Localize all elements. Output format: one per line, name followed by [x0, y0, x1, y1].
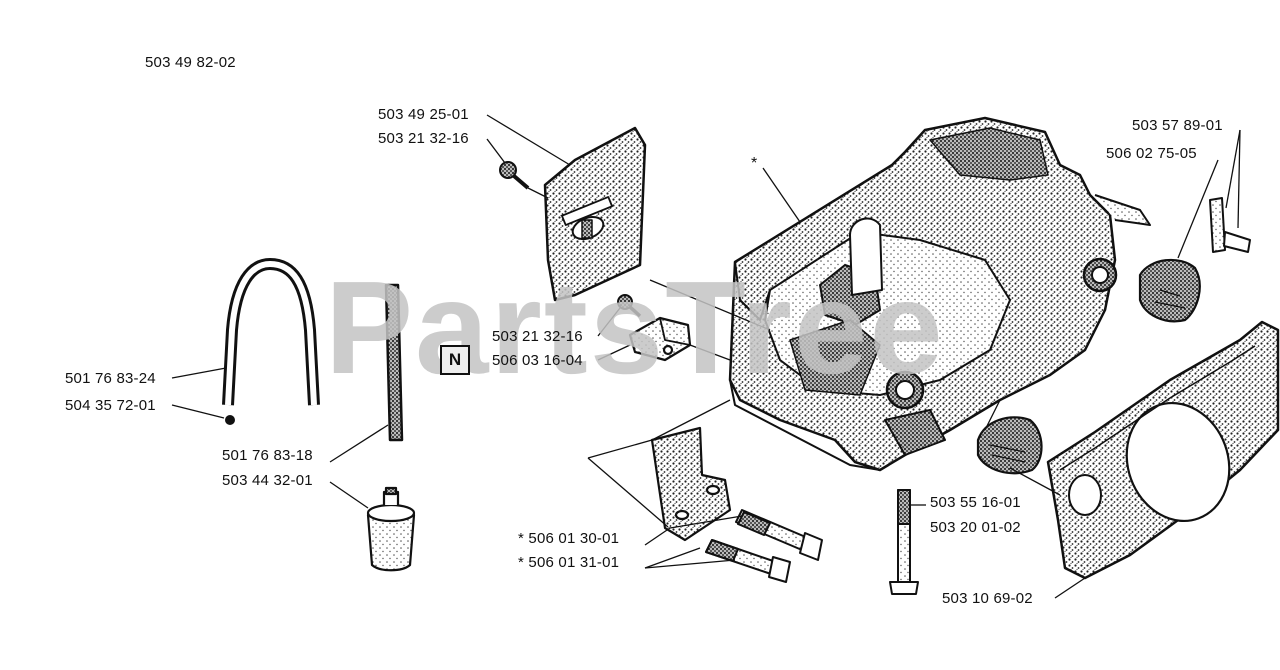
- leader-bracket-to-case2: [689, 344, 731, 361]
- leader-crankcase: [762, 167, 801, 223]
- leader-bolt-a2: [669, 515, 743, 529]
- crankcase-floor: [789, 319, 881, 396]
- guide-plate-center: [581, 219, 593, 239]
- leader-lower-plate-b: [587, 457, 669, 528]
- cover-plate-small-hole: [1068, 474, 1102, 516]
- leader-buffer-bottom-case: [984, 399, 1001, 431]
- leader-buffer-top: [1177, 159, 1219, 259]
- crankcase-base: [729, 379, 881, 471]
- leader-bolt-a: [644, 527, 671, 546]
- leader-lines: [171, 114, 1241, 599]
- leader-plate-screw: [486, 138, 506, 164]
- leader-buffer-bottom: [1009, 467, 1061, 496]
- crankcase-top-detail: [929, 127, 1049, 181]
- buffer-bottom: [976, 416, 1043, 475]
- label-plate-screw[interactable]: 503 21 32-16: [378, 130, 469, 147]
- label-strip[interactable]: 501 76 83-18: [222, 447, 313, 464]
- leader-plate-top: [486, 114, 571, 166]
- leader-bolt-b2: [644, 559, 736, 569]
- leader-hose-loop: [171, 367, 227, 379]
- assembly-number: 503 49 82-02: [145, 54, 236, 71]
- buffer-top: [1138, 258, 1201, 323]
- crankcase-housing: [728, 116, 1151, 472]
- guide-plate-slot: [561, 196, 613, 226]
- crankcase-front-block: [884, 409, 946, 456]
- leader-filter: [329, 481, 369, 509]
- leader-small-screw: [597, 307, 621, 337]
- cover-plate: [1046, 320, 1280, 580]
- leader-hose-plug: [171, 404, 225, 419]
- label-small-screw[interactable]: 503 21 32-16: [492, 328, 583, 345]
- leader-bolt-b1: [644, 547, 701, 569]
- bolt-lower: [705, 539, 791, 583]
- bracket-screw: [617, 294, 642, 318]
- label-buffer-bottom[interactable]: 503 55 16-01: [930, 494, 1021, 511]
- label-bolt-b[interactable]: * 506 01 31-01: [518, 554, 620, 571]
- crankcase-tab: [1094, 194, 1151, 226]
- crankcase-bore: [849, 217, 883, 296]
- label-filter[interactable]: 503 44 32-01: [222, 472, 313, 489]
- label-small-bracket[interactable]: 506 03 16-04: [492, 352, 583, 369]
- crankcase-seal-inner: [1091, 266, 1109, 284]
- hose-plug: [225, 415, 235, 425]
- label-hose-loop[interactable]: 501 76 83-24: [65, 370, 156, 387]
- label-bolt-a[interactable]: * 506 01 30-01: [518, 530, 620, 547]
- leader-pin2: [1237, 129, 1241, 229]
- leader-cover: [1054, 577, 1086, 599]
- crankcase-asterisk: *: [751, 155, 758, 172]
- chain-guide-plate: [543, 126, 647, 302]
- fuel-filter: [366, 486, 416, 572]
- label-cover-plate[interactable]: 503 10 69-02: [942, 590, 1033, 607]
- leader-lower-plate-case: [651, 399, 731, 441]
- cover-plate-inner-edge: [1059, 345, 1256, 471]
- leader-bracket-to-case: [649, 279, 771, 331]
- label-long-bolt[interactable]: 503 20 01-02: [930, 519, 1021, 536]
- crankcase-seal-front-inner: [895, 380, 915, 400]
- crankcase-edge: [734, 261, 771, 321]
- label-plate-top[interactable]: 503 49 25-01: [378, 106, 469, 123]
- label-buffer-top[interactable]: 506 02 75-05: [1106, 145, 1197, 162]
- label-hose-plug[interactable]: 504 35 72-01: [65, 397, 156, 414]
- bolt-upper: [735, 509, 823, 561]
- strip: [384, 283, 404, 442]
- leader-screw-tail: [527, 187, 549, 199]
- leader-strip: [329, 424, 389, 463]
- new-part-badge: N: [440, 345, 470, 375]
- pin: [1209, 197, 1251, 253]
- leader-pin: [1225, 129, 1241, 209]
- plate-screw: [499, 161, 530, 190]
- label-pin[interactable]: 503 57 89-01: [1132, 117, 1223, 134]
- hose-loop: [222, 257, 320, 406]
- lower-bracket-plate: [650, 426, 732, 542]
- watermark: PartsTree: [325, 254, 945, 401]
- leader-lower-plate-a: [587, 439, 653, 459]
- long-bolt: [889, 489, 919, 595]
- leader-bracket: [597, 344, 631, 361]
